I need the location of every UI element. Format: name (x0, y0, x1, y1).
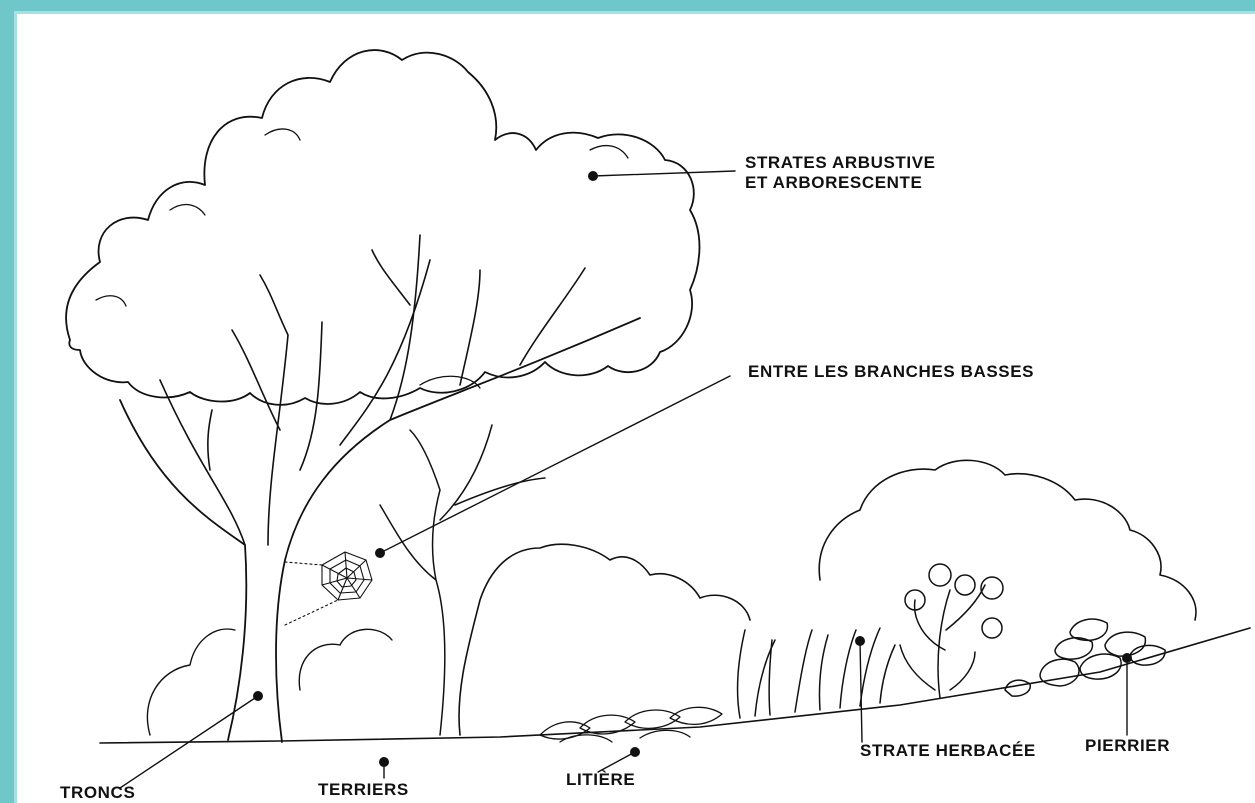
label-strates-line2: ET ARBORESCENTE (745, 173, 922, 193)
canopy-texture-3 (590, 146, 628, 158)
ground-line (100, 628, 1250, 743)
branch-left (160, 380, 245, 545)
canopy-texture-2 (265, 129, 300, 140)
pointer-strates (588, 171, 735, 181)
pointer-litiere (598, 747, 640, 772)
pointer-terriers (379, 757, 389, 778)
label-troncs: TRONCS (60, 783, 135, 803)
branch-mid (232, 275, 288, 545)
left-undergrowth (147, 629, 235, 735)
pointer-herbacee (855, 636, 865, 742)
label-litiere: LITIÈRE (566, 770, 635, 790)
canopy-texture-4 (96, 296, 126, 306)
main-canopy (66, 50, 699, 405)
branch-right (372, 235, 585, 420)
canopy-texture-1 (170, 205, 205, 215)
leaf-litter (540, 707, 722, 742)
sapling (380, 425, 545, 735)
right-bushes (819, 460, 1196, 620)
label-strate-herbacee: STRATE HERBACÉE (860, 741, 1036, 761)
label-strates-line1: STRATES ARBUSTIVE (745, 153, 936, 173)
spider-web (285, 552, 372, 625)
undergrowth-mid (299, 629, 392, 690)
label-pierrier: PIERRIER (1085, 736, 1170, 756)
canopy-texture-5 (420, 376, 480, 388)
middle-shrub (459, 544, 750, 735)
label-branches-basses: ENTRE LES BRANCHES BASSES (748, 362, 1034, 382)
main-trunk (120, 318, 640, 742)
rock-pile (1005, 619, 1165, 696)
pointer-troncs (120, 691, 263, 788)
label-terriers: TERRIERS (318, 780, 409, 800)
pointer-branches (375, 376, 730, 558)
